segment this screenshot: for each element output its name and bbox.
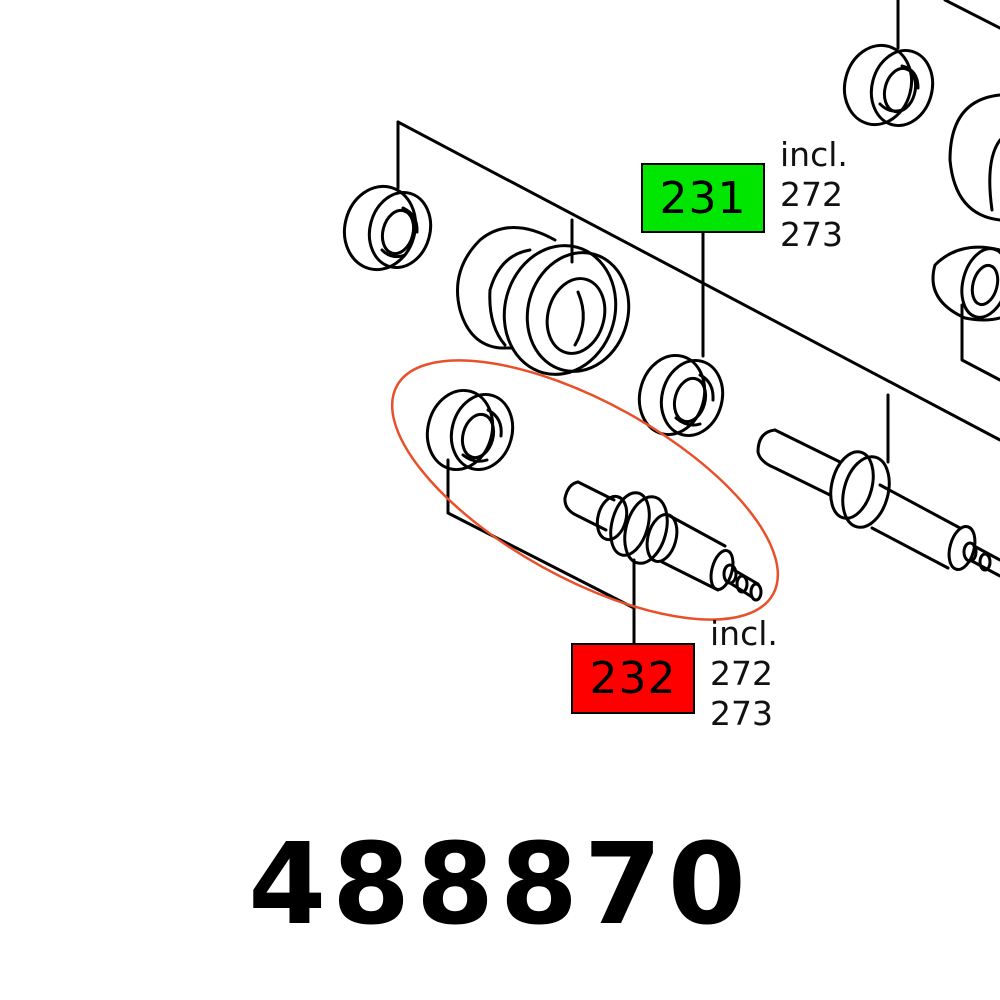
pulley (456, 226, 631, 376)
callout-231-number: 231 (659, 172, 747, 224)
callout-232-includes: incl. 272 273 (710, 614, 778, 734)
shaft-232 (563, 480, 763, 602)
bearing-upper-left (342, 184, 433, 272)
included-part: 272 (780, 175, 843, 214)
bearing-232 (425, 388, 515, 472)
callout-231-badge[interactable]: 231 (641, 163, 765, 233)
bearing-right-edge (931, 245, 1000, 322)
assembly-guide-line-top-right (896, 0, 1000, 382)
assembly-guide-line-232 (446, 458, 636, 647)
article-number: 488870 (248, 820, 752, 950)
highlight-ellipse-232 (390, 359, 780, 621)
included-part: 272 (710, 654, 773, 693)
includes-label: incl. (780, 135, 848, 174)
pulley-right-partial (948, 93, 1000, 222)
callout-232-badge[interactable]: 232 (571, 643, 695, 714)
bearing-231 (637, 353, 725, 438)
included-part: 273 (710, 694, 773, 733)
assembly-guide-line-top (396, 120, 1000, 464)
bearing-top-right (842, 43, 935, 128)
includes-label: incl. (710, 614, 778, 653)
callout-232-number: 232 (589, 653, 677, 704)
shaft-right (756, 428, 1000, 578)
included-part: 273 (780, 215, 843, 254)
callout-231-includes: incl. 272 273 (780, 135, 848, 255)
